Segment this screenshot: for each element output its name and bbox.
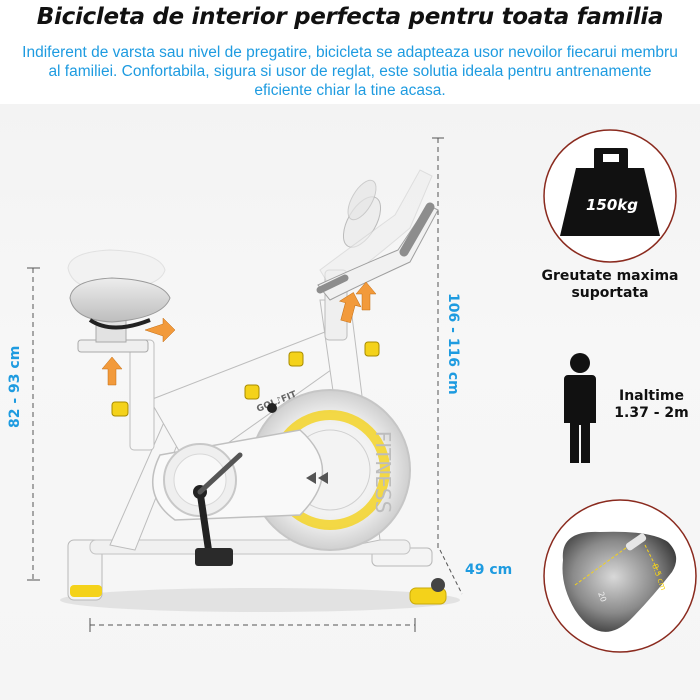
exercise-bike: FITNESS GOL♪FIT (60, 169, 460, 612)
user-height-caption: Inaltime 1.37 - 2m (614, 388, 689, 421)
seat-height-label: 82 - 93 cm (7, 345, 23, 428)
seat-length-label: 20 (596, 591, 608, 604)
max-weight-value: 150kg (586, 196, 638, 214)
page-title: Bicicleta de interior perfecta pentru to… (36, 4, 664, 30)
total-height-dimension (432, 137, 444, 552)
width-dimension (89, 549, 463, 632)
flywheel-text: FITNESS (371, 431, 395, 514)
page-subtitle: Indiferent de varsta sau nivel de pregat… (22, 44, 678, 99)
person-icon (564, 353, 596, 463)
header: Bicicleta de interior perfecta pentru to… (0, 0, 700, 104)
max-weight-caption: Greutate maxima suportata (541, 268, 679, 301)
width-label: 49 cm (465, 562, 513, 578)
seat-closeup-icon (562, 531, 677, 632)
total-height-label: 106 - 116 cm (445, 293, 461, 395)
weight-icon (560, 148, 660, 236)
max-weight-badge: 150kg (543, 129, 677, 263)
seat-detail-badge: 20 8.5 cm (543, 499, 697, 653)
seat-height-dimension (27, 267, 40, 581)
